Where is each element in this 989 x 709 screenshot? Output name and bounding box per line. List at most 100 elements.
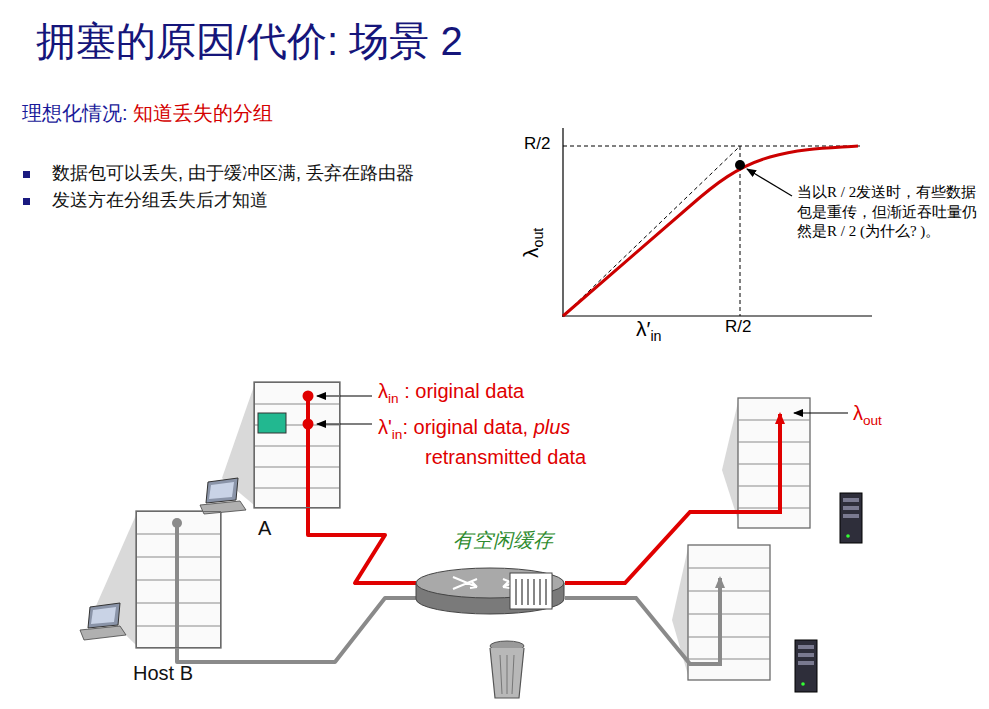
gray-data-path xyxy=(177,523,720,664)
axis-value: R/2 xyxy=(725,317,751,336)
server-icon xyxy=(846,534,850,538)
red-data-path xyxy=(306,396,310,508)
host-stripes xyxy=(738,464,810,465)
rate-label-group: λin : original data xyxy=(378,380,524,403)
host-stripes xyxy=(738,508,810,509)
gray-data-path xyxy=(565,578,720,664)
throughput-chart xyxy=(747,169,792,196)
axis-value-group: R/2 xyxy=(524,134,550,154)
throughput-chart xyxy=(562,315,872,316)
buffer-icon xyxy=(258,413,286,433)
bullet-text-group: 发送方在分组丢失后才知道 xyxy=(52,190,268,211)
rate-label: : original data, xyxy=(402,416,533,438)
server-icon xyxy=(795,640,817,692)
rate-label: λ xyxy=(853,402,863,424)
server-icon xyxy=(843,498,859,502)
bullet-text-group: 数据包可以丢失, 由于缓冲区满, 丢弃在路由器 xyxy=(52,163,414,184)
callout-note-group: 当以R / 2发送时，有些数据包是重传，但渐近吞吐量仍然是R / 2 (为什么?… xyxy=(797,183,977,242)
rate-label: in xyxy=(392,427,403,442)
axis-title: in xyxy=(650,328,661,344)
rate-label-group: retransmitted data xyxy=(425,446,586,469)
subtitle-group: 理想化情况: 知道丢失的分组 xyxy=(22,102,273,125)
server-icon xyxy=(801,682,805,686)
server-icon xyxy=(840,493,862,543)
host-stripes xyxy=(738,486,810,487)
slide-title: 拥塞的原因/代价: 场景 2 xyxy=(36,14,463,69)
server-icon xyxy=(798,645,814,649)
router-shape xyxy=(510,573,552,609)
rate-label: in xyxy=(388,391,399,406)
gray-data-path xyxy=(175,523,179,648)
rate-label: λ xyxy=(378,380,388,402)
bullet-mark xyxy=(23,198,30,205)
trash-can xyxy=(490,648,524,698)
monitor-icon xyxy=(209,482,234,499)
monitor-icon xyxy=(80,478,246,640)
host-shadow xyxy=(722,402,738,520)
router-shape xyxy=(516,579,546,605)
send-point xyxy=(303,391,314,402)
send-point xyxy=(172,518,182,528)
callout-note: 当以R / 2发送时，有些数据包是重传，但渐近吞吐量仍然是R / 2 (为什么?… xyxy=(797,184,977,239)
trash-can xyxy=(512,655,514,694)
router: 有空闲缓存 xyxy=(415,565,565,615)
send-point xyxy=(172,518,182,528)
server-icon xyxy=(843,514,859,518)
send-point xyxy=(303,391,314,430)
trash-can xyxy=(490,641,524,698)
rate-label: out xyxy=(863,413,882,428)
monitor-icon xyxy=(80,626,126,640)
monitor-icon xyxy=(91,607,116,624)
server-icon xyxy=(795,493,862,692)
host-stripes xyxy=(688,614,770,615)
axis-value-group: R/2 xyxy=(725,317,751,337)
host-box-label: Host B xyxy=(133,662,193,685)
throughput-chart xyxy=(563,148,738,316)
host-box: Host B xyxy=(136,511,221,648)
throughput-chart xyxy=(563,146,860,147)
axis-title: λ xyxy=(519,248,542,259)
host-box xyxy=(254,382,340,508)
host-stripes xyxy=(136,404,810,659)
buffer-icon xyxy=(258,413,286,433)
host-stripes xyxy=(254,488,340,489)
server-icon xyxy=(798,661,814,665)
host-box xyxy=(738,398,810,528)
trash-can xyxy=(500,655,502,694)
host-stripes xyxy=(254,446,340,447)
axis-title-group: λ′in xyxy=(636,317,662,341)
bullet-mark xyxy=(23,171,30,178)
host-stripes xyxy=(688,659,770,660)
router-shape xyxy=(415,565,565,615)
monitor-icon xyxy=(88,603,120,628)
axis-title: out xyxy=(530,228,546,248)
axis-value: R/2 xyxy=(524,134,550,153)
throughput-chart xyxy=(735,160,745,170)
server-icon xyxy=(843,506,859,510)
bullet-mark xyxy=(23,171,30,205)
send-point xyxy=(303,419,314,430)
throughput-chart xyxy=(562,128,872,317)
host-stripes xyxy=(254,467,340,468)
host-box xyxy=(136,382,810,680)
rate-label: : original data xyxy=(399,380,525,402)
rate-label: retransmitted data xyxy=(425,446,586,468)
server-icon xyxy=(798,653,814,657)
link-line xyxy=(308,508,416,583)
axis-title: λ′ xyxy=(636,317,650,340)
subtitle: 理想化情况: xyxy=(22,102,133,124)
host-box-label: A xyxy=(258,517,271,540)
host-shadow xyxy=(96,386,738,675)
throughput-chart xyxy=(740,146,741,316)
host-box: A xyxy=(254,382,340,508)
red-data-path xyxy=(565,414,780,583)
leader-arrow xyxy=(794,412,848,413)
rate-label: plus xyxy=(534,416,571,438)
title-underline xyxy=(30,72,985,75)
rate-label-group: λout xyxy=(853,402,882,425)
trash-can xyxy=(507,655,508,694)
bullet-text: 发送方在分组丢失后才知道 xyxy=(52,190,268,210)
host-box xyxy=(688,545,770,680)
